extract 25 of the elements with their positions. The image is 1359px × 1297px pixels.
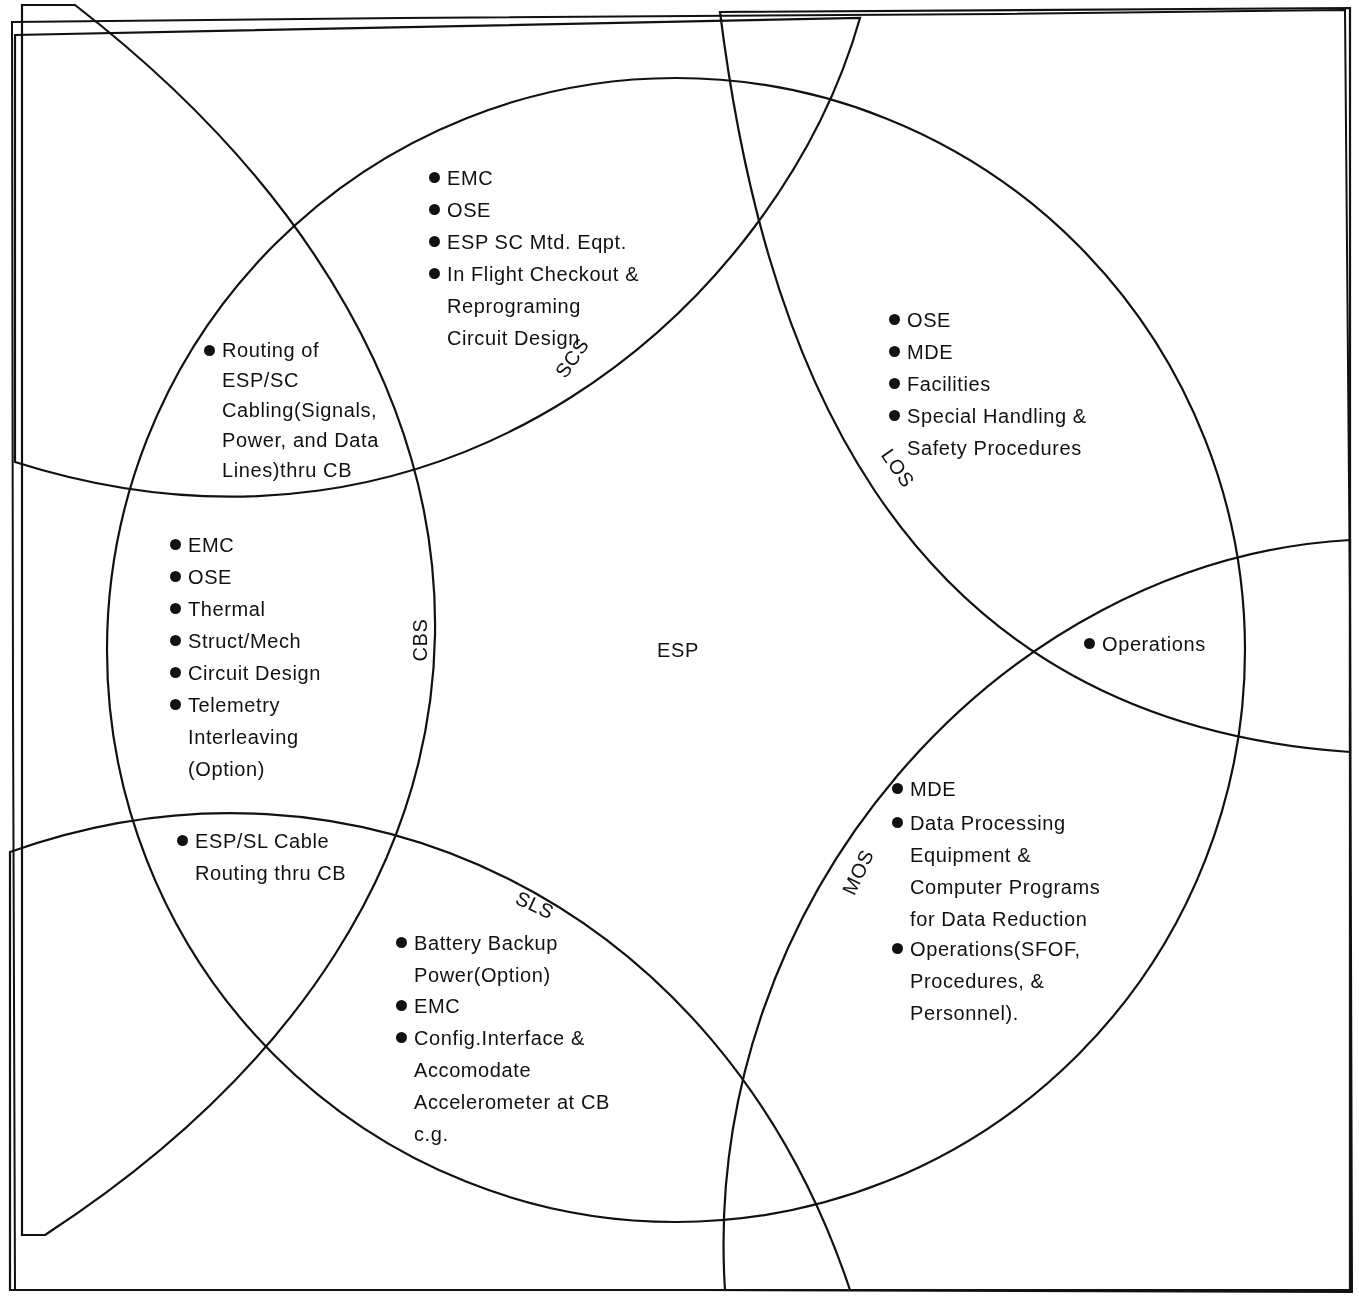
list-item: Struct/Mech: [188, 629, 303, 654]
list-item: Telemetry Interleaving (Option): [188, 693, 300, 782]
region-label: CBS: [408, 618, 432, 662]
list-item: ESP/SL Cable Routing thru CB: [195, 829, 348, 886]
list-item: MDE: [907, 340, 955, 365]
list-item: MDE: [910, 777, 958, 802]
region-label: SLS: [512, 885, 558, 925]
list-item: Data Processing Equipment & Computer Programs for Data Reduction: [910, 811, 1102, 932]
list-item: Circuit Design: [188, 661, 322, 686]
list-item: Facilities: [907, 372, 992, 397]
list-item: OSE: [188, 565, 234, 590]
list-item: OSE: [907, 308, 953, 333]
list-item: Thermal: [188, 597, 267, 622]
list-item: EMC: [414, 994, 462, 1019]
list-item: Routing of ESP/SC Cabling(Signals, Power, and Data Lines)thru CB: [222, 338, 380, 483]
region-label: MOS: [837, 845, 879, 899]
list-item: Operations(SFOF, Procedures, & Personnel).: [910, 937, 1082, 1026]
list-item: ESP SC Mtd. Eqpt.: [447, 230, 628, 255]
list-item: OSE: [447, 198, 493, 223]
list-item: EMC: [188, 533, 236, 558]
list-item: EMC: [447, 166, 495, 191]
list-item: Config.Interface & Accomodate Accelerometer at CB c.g.: [414, 1026, 611, 1147]
list-item: Battery Backup Power(Option): [414, 931, 560, 988]
list-item: Operations: [1102, 632, 1207, 657]
center-label: ESP: [657, 638, 699, 662]
